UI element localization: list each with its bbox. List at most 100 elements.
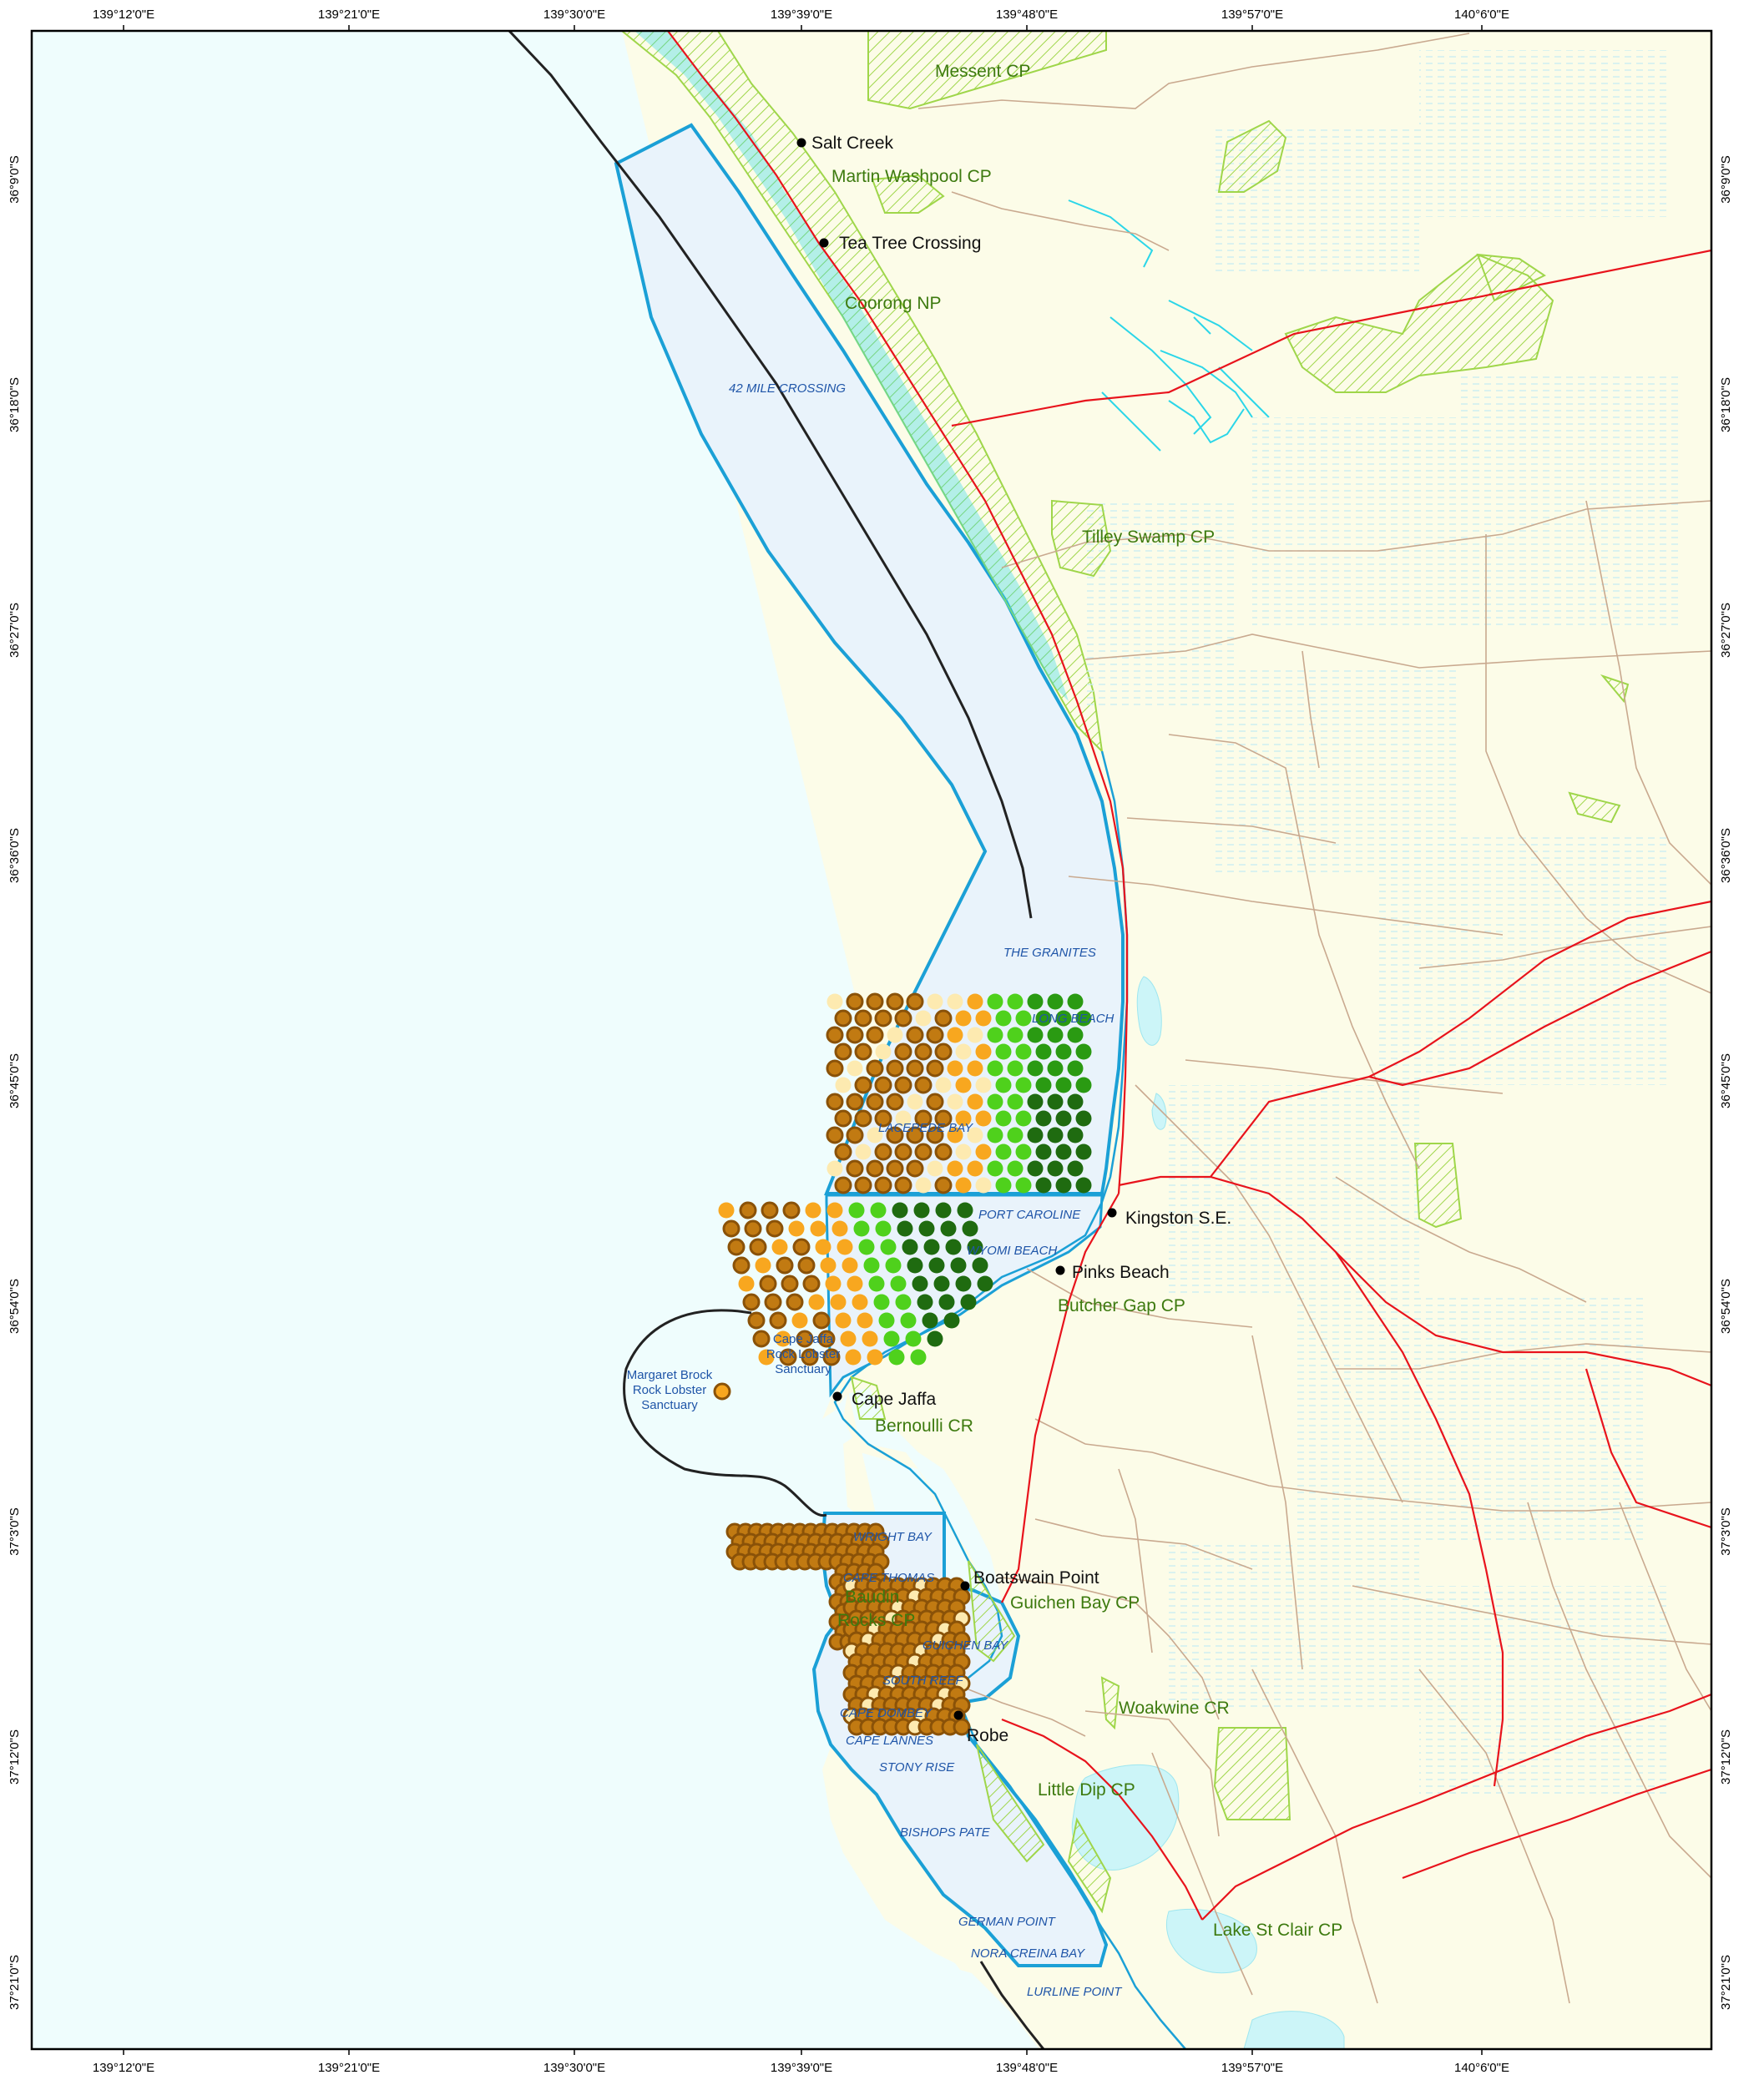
site-marker: [1075, 1143, 1092, 1160]
feature-label: CAPE THOMAS: [843, 1571, 934, 1585]
site-marker: [831, 1220, 848, 1237]
site-marker: [912, 1275, 928, 1292]
site-marker: [834, 1009, 852, 1027]
site-marker: [917, 1294, 933, 1310]
town-label: Tea Tree Crossing: [839, 234, 981, 253]
site-marker: [928, 1257, 945, 1274]
feature-label: SOUTH REEF: [882, 1674, 964, 1688]
feature-label: WRIGHT BAY: [853, 1530, 933, 1544]
tick-right: 37°21'0"S: [1719, 1955, 1733, 2010]
site-marker: [918, 1220, 935, 1237]
site-marker: [923, 1239, 940, 1255]
site-marker: [935, 1202, 952, 1219]
tick-left: 36°27'0"S: [8, 603, 22, 658]
site-marker: [867, 1127, 883, 1143]
site-marker: [863, 1257, 880, 1274]
site-marker: [874, 1076, 892, 1094]
sanctuary-label: Margaret Brock: [627, 1368, 713, 1382]
site-marker: [913, 1202, 930, 1219]
site-marker: [738, 1275, 755, 1292]
site-marker: [1035, 1043, 1052, 1060]
tick-top: 139°57'0"E: [1221, 8, 1283, 22]
tick-bottom: 139°12'0"E: [93, 2061, 154, 2075]
site-marker: [955, 1143, 972, 1160]
site-marker: [834, 1176, 852, 1194]
tick-top: 140°6'0"E: [1454, 8, 1509, 22]
site-marker: [967, 1239, 983, 1255]
site-marker: [895, 1294, 912, 1310]
site-marker: [874, 1143, 892, 1161]
site-marker: [1047, 993, 1064, 1010]
site-marker: [975, 1077, 992, 1093]
wetland-patches: [1085, 50, 1678, 1795]
site-marker: [906, 992, 924, 1011]
site-marker: [779, 1348, 797, 1366]
site-marker: [887, 1027, 903, 1043]
site-marker: [846, 1093, 864, 1111]
site-marker: [995, 1110, 1012, 1127]
site-marker: [826, 1202, 843, 1219]
site-marker: [1035, 1177, 1052, 1194]
site-marker: [926, 1126, 944, 1144]
site-marker: [1047, 1060, 1064, 1077]
site-marker: [938, 1294, 955, 1310]
site-marker: [855, 1143, 872, 1160]
site-marker: [906, 1059, 924, 1078]
park-label: Baudin: [845, 1588, 899, 1607]
site-marker: [1035, 1010, 1052, 1027]
site-marker: [854, 1109, 872, 1128]
site-marker: [1075, 1110, 1092, 1127]
site-marker: [874, 1009, 892, 1027]
site-marker: [955, 1177, 972, 1194]
site-marker: [906, 1126, 924, 1144]
site-marker: [761, 1201, 779, 1219]
site-marker: [808, 1294, 825, 1310]
feature-label: 42 MILE CROSSING: [729, 381, 846, 396]
site-marker: [894, 1009, 912, 1027]
site-marker: [775, 1330, 791, 1347]
site-marker: [926, 1059, 944, 1078]
park-label: Lake St Clair CP: [1213, 1921, 1342, 1940]
site-marker: [987, 1093, 1003, 1110]
site-marker: [854, 1043, 872, 1061]
tick-left: 36°9'0"S: [8, 155, 22, 204]
town-label: Cape Jaffa: [852, 1390, 937, 1409]
site-marker: [962, 1220, 978, 1237]
site-marker: [853, 1220, 870, 1237]
tick-left: 37°3'0"S: [8, 1507, 22, 1556]
site-marker: [858, 1239, 875, 1255]
site-marker: [926, 1093, 944, 1111]
site-marker: [781, 1275, 799, 1293]
site-marker: [796, 1330, 814, 1348]
site-marker: [915, 1010, 932, 1027]
site-marker: [995, 1177, 1012, 1194]
site-marker: [1007, 1027, 1024, 1043]
tick-top: 139°21'0"E: [318, 8, 380, 22]
site-marker: [1035, 1077, 1052, 1093]
park-label: Rocks CP: [837, 1611, 915, 1630]
site-marker: [857, 1312, 873, 1329]
site-marker: [894, 1143, 912, 1161]
site-marker: [1035, 1143, 1052, 1160]
site-marker: [1015, 1110, 1032, 1127]
tick-right: 36°18'0"S: [1719, 377, 1733, 432]
site-marker: [905, 1330, 922, 1347]
feature-label: LACEPEDE BAY: [878, 1121, 973, 1135]
site-marker: [975, 1177, 992, 1194]
site-marker: [1027, 1027, 1044, 1043]
coorong-lagoon: [634, 31, 1069, 701]
site-marker: [826, 1160, 843, 1177]
site-marker: [1047, 1160, 1064, 1177]
tick-left: 37°12'0"S: [8, 1729, 22, 1785]
site-marker: [1015, 1043, 1032, 1060]
tick-right: 36°27'0"S: [1719, 603, 1733, 658]
site-marker: [749, 1238, 767, 1256]
site-marker: [926, 1026, 944, 1044]
tick-bottom: 140°6'0"E: [1454, 2061, 1509, 2075]
town-label: Pinks Beach: [1072, 1263, 1170, 1282]
site-marker: [1007, 1060, 1024, 1077]
site-marker: [914, 1109, 933, 1128]
site-marker: [977, 1275, 993, 1292]
tick-bottom: 139°39'0"E: [771, 2061, 832, 2075]
site-marker: [1067, 1093, 1084, 1110]
